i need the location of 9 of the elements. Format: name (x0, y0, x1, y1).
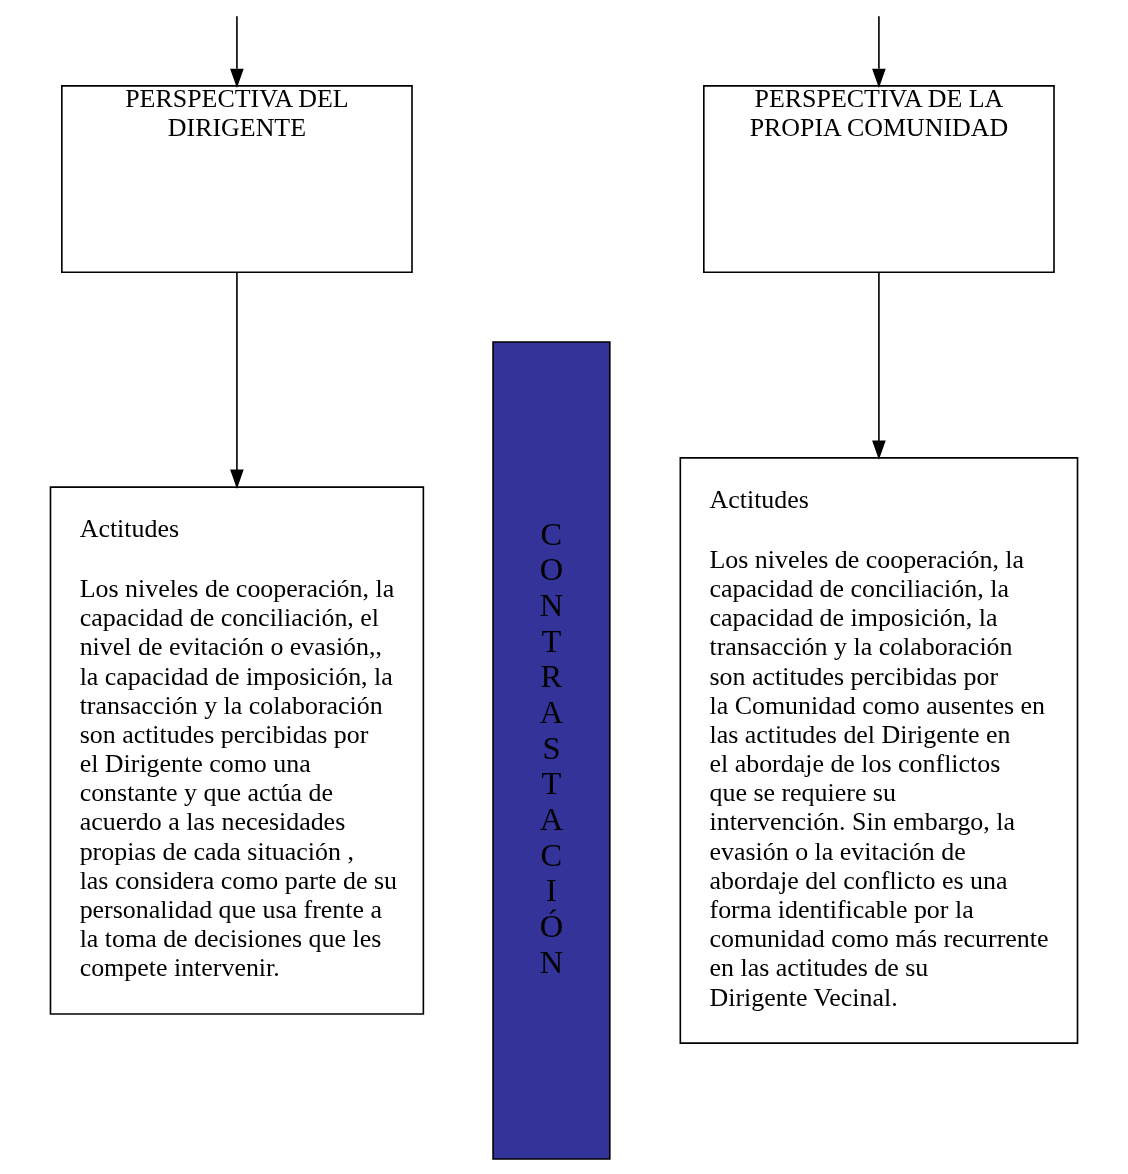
arrow (230, 271, 244, 489)
node-box: Actitudes Los niveles de cooperación, la capacidad de conciliación, la capacidad de imposición, la transacción y la colaboración son actitudes percibidas por la Comunidad como ausentes en las actitudes del Dirigente en el abordaje de los conflictos que se requiere su intervención. Sin embargo, la evasión o la evitación de abordaje del conflicto es una forma identificable por la comunidad como más recurrente en las actitudes de su Dirigente Vecinal. (679, 457, 1079, 1044)
node-box: CONTRASTACIÓN (492, 341, 611, 1160)
arrow (230, 15, 244, 89)
node-box: PERSPECTIVA DE LA PROPIA COMUNIDAD (703, 85, 1055, 274)
node-box: PERSPECTIVA DEL DIRIGENTE (61, 85, 413, 274)
arrow (872, 271, 886, 460)
arrow (872, 15, 886, 89)
node-box: Actitudes Los niveles de cooperación, la capacidad de conciliación, el nivel de evitación o evasión,, la capacidad de imposición, la transacción y la colaboración son actitudes percibidas por el Dirigente como una constante y que actúa de acuerdo a las necesidades propias de cada situación , las considera como parte de su personalidad que usa frente a la toma de decisiones que les compete intervenir. (49, 486, 425, 1015)
